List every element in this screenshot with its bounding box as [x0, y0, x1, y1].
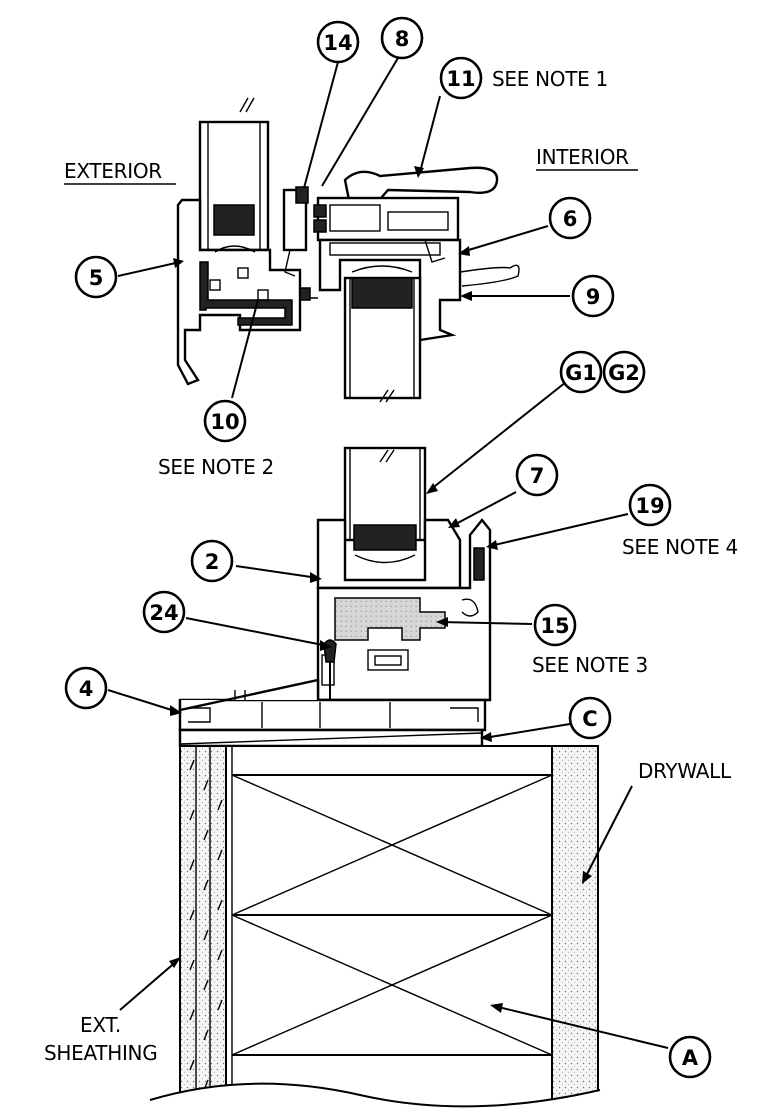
callout-24-text: 24: [149, 601, 178, 625]
drywall-label: DRYWALL: [638, 759, 732, 783]
callout-24: 24: [142, 590, 186, 634]
see-note-4-label: SEE NOTE 4: [622, 535, 738, 559]
ext-sheathing-label-line2: SHEATHING: [44, 1041, 157, 1065]
callout-9: 9: [571, 274, 615, 318]
upper-sash-assembly: [176, 97, 520, 403]
foam-insulation: [334, 597, 446, 641]
exterior-label: EXTERIOR: [64, 159, 162, 183]
callout-6: 6: [548, 196, 592, 240]
callout-19-text: 19: [635, 494, 664, 518]
callout-10: 10: [203, 399, 247, 443]
callout-11-text: 11: [446, 67, 475, 91]
lower-sash-assembly: [178, 446, 492, 748]
callout-15-text: 15: [540, 614, 569, 638]
callout-8-text: 8: [395, 27, 410, 51]
callout-a-text: A: [682, 1046, 699, 1070]
callout-14-text: 14: [323, 31, 352, 55]
see-note-3-label: SEE NOTE 3: [532, 653, 648, 677]
see-note-2-label: SEE NOTE 2: [158, 455, 274, 479]
callout-7: 7: [515, 453, 559, 497]
drywall-board: [551, 745, 599, 1117]
ext-sheathing-label-line1: EXT.: [80, 1013, 121, 1037]
see-note-1-label: SEE NOTE 1: [492, 67, 608, 91]
callout-g1: G1: [559, 350, 603, 394]
callout-11: 11: [439, 56, 483, 100]
sheathing-hatch: [189, 759, 223, 1091]
exterior-sheathing: [179, 745, 227, 1117]
callout-7-text: 7: [530, 464, 545, 488]
callout-2: 2: [190, 539, 234, 583]
callout-8: 8: [380, 16, 424, 60]
callout-4-text: 4: [79, 677, 94, 701]
callout-5: 5: [74, 255, 118, 299]
callout-a: A: [668, 1035, 712, 1079]
callout-9-text: 9: [586, 285, 601, 309]
callout-c: C: [568, 696, 612, 740]
callout-g2: G2: [602, 350, 646, 394]
callout-5-text: 5: [89, 266, 104, 290]
callout-10-text: 10: [210, 410, 239, 434]
wood-stud: [225, 745, 553, 1117]
callout-c-text: C: [582, 707, 597, 731]
callout-g2-text: G2: [608, 361, 640, 385]
callout-2-text: 2: [205, 550, 220, 574]
leader-lines: [107, 57, 669, 1049]
callout-g1-text: G1: [565, 361, 597, 385]
callout-14: 14: [316, 20, 360, 64]
callout-15: 15: [533, 603, 577, 647]
callout-4: 4: [64, 666, 108, 710]
interior-label: INTERIOR: [536, 145, 629, 169]
wall-framing: [149, 745, 601, 1120]
callout-19: 19: [628, 483, 672, 527]
callout-6-text: 6: [563, 207, 578, 231]
